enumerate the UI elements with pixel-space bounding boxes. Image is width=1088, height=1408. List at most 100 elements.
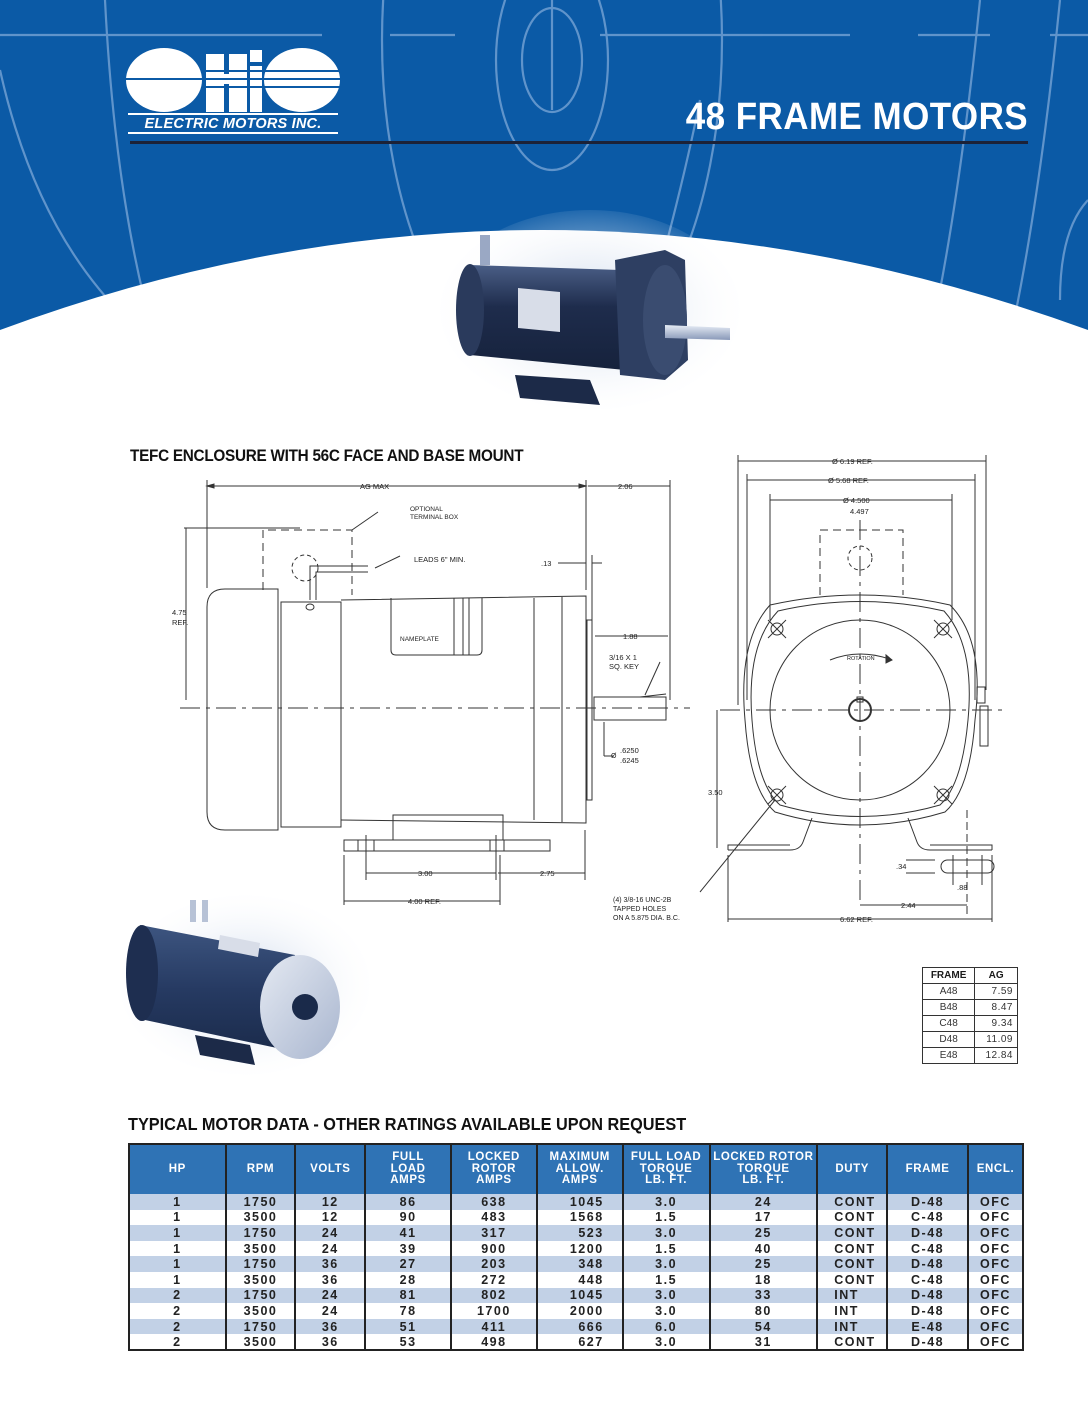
svg-text:(4) 3/8-16 UNC-2B: (4) 3/8-16 UNC-2B xyxy=(613,897,672,904)
table-cell: D-48 xyxy=(886,1287,969,1304)
table-cell: 24 xyxy=(294,1240,367,1257)
table-cell: C-48 xyxy=(886,1271,969,1288)
table-cell: 41 xyxy=(364,1225,452,1241)
table-cell: 2 xyxy=(128,1334,227,1350)
table-cell: D-48 xyxy=(886,1303,969,1319)
table-cell: 1750 xyxy=(224,1225,297,1241)
ag-header: AG xyxy=(974,967,1018,984)
table-cell: 272 xyxy=(449,1271,538,1288)
table-cell: CONT xyxy=(816,1240,889,1257)
table-cell: 25 xyxy=(708,1225,819,1241)
table-cell: 1045 xyxy=(535,1194,624,1210)
table-cell: D-48 xyxy=(886,1256,969,1272)
svg-text:Ø 5.68 REF.: Ø 5.68 REF. xyxy=(828,476,869,485)
table-cell: 1750 xyxy=(224,1287,297,1304)
table-cell: 1750 xyxy=(224,1194,297,1210)
table-cell: 2 xyxy=(128,1303,227,1319)
table-cell: 1.5 xyxy=(621,1271,711,1288)
table-cell: INT xyxy=(816,1287,889,1304)
motor-data-heading: TYPICAL MOTOR DATA - OTHER RATINGS AVAIL… xyxy=(128,1114,687,1134)
table-cell: 317 xyxy=(449,1225,538,1241)
ohio-logo: ELECTRIC MOTORS INC. xyxy=(126,44,340,134)
svg-text:LEADS 6" MIN.: LEADS 6" MIN. xyxy=(414,555,465,564)
table-cell: 24 xyxy=(708,1194,819,1210)
table-cell: 36 xyxy=(294,1318,367,1335)
col-duty: DUTY xyxy=(816,1144,889,1194)
table-cell: 12 xyxy=(294,1194,367,1210)
table-cell: 3.0 xyxy=(621,1194,711,1210)
svg-text:OPTIONAL: OPTIONAL xyxy=(410,506,443,513)
table-cell: 36 xyxy=(294,1334,367,1350)
svg-text:TAPPED HOLES: TAPPED HOLES xyxy=(613,906,666,913)
table-cell: 1568 xyxy=(535,1209,624,1226)
svg-text:.6245: .6245 xyxy=(620,756,639,765)
table-cell: CONT xyxy=(816,1209,889,1226)
svg-text:ON A 5.875 DIA. B.C.: ON A 5.875 DIA. B.C. xyxy=(613,915,680,922)
table-cell: OFC xyxy=(966,1318,1025,1335)
svg-text:REF.: REF. xyxy=(172,618,188,627)
table-cell: OFC xyxy=(966,1194,1025,1210)
table-cell: 3500 xyxy=(224,1271,297,1288)
table-cell: 203 xyxy=(449,1256,538,1272)
ohio-logo-mark xyxy=(126,48,340,112)
table-cell: 39 xyxy=(364,1240,452,1257)
table-cell: 3.0 xyxy=(621,1287,711,1304)
page-title: 48 FRAME MOTORS xyxy=(685,96,1028,138)
table-cell: D-48 xyxy=(886,1225,969,1241)
svg-text:.88: .88 xyxy=(957,883,967,892)
table-cell: 1.5 xyxy=(621,1209,711,1226)
table-cell: 1200 xyxy=(535,1240,624,1257)
table-cell: 498 xyxy=(449,1334,538,1350)
table-cell: E-48 xyxy=(886,1318,969,1335)
table-cell: 6.0 xyxy=(621,1318,711,1335)
table-cell: 483 xyxy=(449,1209,538,1226)
table-cell: 348 xyxy=(535,1256,624,1272)
svg-text:NAMEPLATE: NAMEPLATE xyxy=(400,636,440,643)
table-cell: 3.0 xyxy=(621,1334,711,1350)
table-cell: 1700 xyxy=(449,1303,538,1319)
svg-text:3/16 X 1: 3/16 X 1 xyxy=(609,653,637,662)
svg-text:4.75: 4.75 xyxy=(172,608,187,617)
logo-subtitle: ELECTRIC MOTORS INC. xyxy=(144,116,322,132)
table-cell: 3.0 xyxy=(621,1225,711,1241)
svg-text:ROTATION: ROTATION xyxy=(847,656,875,662)
table-cell: 1 xyxy=(128,1240,227,1257)
table-cell: CONT xyxy=(816,1194,889,1210)
svg-text:Ø: Ø xyxy=(611,753,617,760)
top-motor-photo xyxy=(440,210,740,410)
svg-text:.6250: .6250 xyxy=(620,746,639,755)
col-hp: HP xyxy=(128,1144,227,1194)
table-cell: 900 xyxy=(449,1240,538,1257)
table-cell: 24 xyxy=(294,1303,367,1319)
table-cell: 1.5 xyxy=(621,1240,711,1257)
table-cell: 627 xyxy=(535,1334,624,1350)
table-cell: CONT xyxy=(816,1225,889,1241)
table-cell: 90 xyxy=(364,1209,452,1226)
svg-text:3.50: 3.50 xyxy=(708,788,723,797)
table-cell: 2 xyxy=(128,1287,227,1304)
col-frame: FRAME xyxy=(886,1144,969,1194)
table-cell: OFC xyxy=(966,1240,1025,1257)
col-volts: VOLTS xyxy=(294,1144,367,1194)
table-cell: D-48 xyxy=(886,1194,969,1210)
table-cell: 523 xyxy=(535,1225,624,1241)
table-cell: INT xyxy=(816,1303,889,1319)
logo-rule-bottom xyxy=(128,132,338,134)
svg-text:2.06: 2.06 xyxy=(618,482,633,491)
table-cell: 31 xyxy=(708,1334,819,1350)
table-row: B48 8.47 xyxy=(921,999,1018,1016)
svg-text:TERMINAL BOX: TERMINAL BOX xyxy=(410,514,459,521)
table-cell: 40 xyxy=(708,1240,819,1257)
table-cell: 1750 xyxy=(224,1256,297,1272)
table-cell: 2 xyxy=(128,1318,227,1335)
